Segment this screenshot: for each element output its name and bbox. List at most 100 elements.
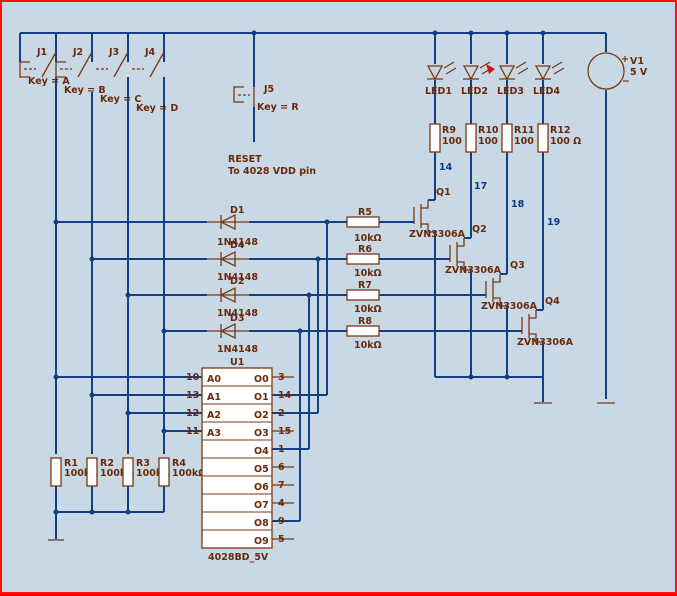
- led-ref: LED3: [497, 86, 524, 97]
- resistor-value: 100kΩ: [100, 468, 134, 479]
- ic-pin-name: O5: [254, 464, 269, 475]
- resistor-value: 100 Ω: [478, 136, 509, 147]
- ic-pin-name: A1: [207, 392, 221, 403]
- ic-pin-number: 6: [278, 462, 285, 473]
- ic-pin-name: O3: [254, 428, 269, 439]
- ic-ref: U1: [230, 357, 244, 368]
- net-label: 18: [511, 199, 525, 210]
- ground-symbols: [48, 399, 615, 541]
- ic-pin-name: A2: [207, 410, 221, 421]
- resistor-value: 100kΩ: [136, 468, 170, 479]
- source-ref: V1: [630, 56, 644, 67]
- ic-pin-name: O2: [254, 410, 269, 421]
- switch-key-label: Key = R: [257, 102, 299, 113]
- resistor-ref: R3: [136, 458, 150, 469]
- source-plus: +: [621, 54, 629, 65]
- switch-j5[interactable]: J5 Key = R: [233, 84, 299, 113]
- ic-u1: U1 4028BD_5V 10 A0 13 A1 12 A2 11 A3 O0 …: [186, 357, 294, 563]
- ic-pin-name: A3: [207, 428, 221, 439]
- voltage-source-v1: + − V1 5 V: [587, 52, 648, 90]
- ic-pin-number: 11: [186, 426, 199, 437]
- ic-pin-number: 3: [278, 372, 285, 383]
- diode-d2: D2 1N4148: [207, 276, 258, 319]
- net-label: 17: [474, 181, 487, 192]
- ic-pin-number: 14: [278, 390, 292, 401]
- wires: [19, 32, 607, 539]
- diode-ref: D3: [230, 313, 245, 324]
- source-minus: −: [622, 76, 630, 87]
- ic-pin-name: O1: [254, 392, 269, 403]
- led-ref: LED4: [533, 86, 560, 97]
- ic-pin-number: 7: [278, 480, 285, 491]
- ic-pin-number: 5: [278, 534, 285, 545]
- ic-pin-name: O6: [254, 482, 269, 493]
- ic-pin-number: 13: [186, 390, 199, 401]
- resistor-ref: R1: [64, 458, 78, 469]
- transistor-part: ZVN3306A: [445, 265, 502, 276]
- resistor-value: 100 Ω: [514, 136, 545, 147]
- resistor-value: 100 Ω: [442, 136, 473, 147]
- resistor-ref: R4: [172, 458, 186, 469]
- switch-ref: J4: [144, 47, 156, 58]
- switch-ref: J3: [108, 47, 119, 58]
- diode-part: 1N4148: [217, 272, 258, 283]
- resistor-value: 10kΩ: [354, 340, 382, 351]
- ic-pin-number: 9: [278, 516, 285, 527]
- ic-pin-name: O8: [254, 518, 269, 529]
- switch-key-label: Key = D: [136, 103, 178, 114]
- led-ref: LED2: [461, 86, 488, 97]
- ic-pin-number: 1: [278, 444, 285, 455]
- transistor-q4: Q4 ZVN3306A: [517, 296, 574, 348]
- ic-pin-name: O9: [254, 536, 269, 547]
- diode-ref: D1: [230, 205, 245, 216]
- switch-j4[interactable]: J4 Key = D: [132, 47, 178, 114]
- transistor-q1: Q1 ZVN3306A: [409, 187, 466, 240]
- resistor-value: 100kΩ: [172, 468, 206, 479]
- resistor-ref: R6: [358, 244, 372, 255]
- reset-label: RESET: [228, 154, 262, 165]
- led-4: LED4: [533, 61, 565, 97]
- switch-j2[interactable]: J2 Key = B: [55, 47, 106, 96]
- diode-part: 1N4148: [217, 237, 258, 248]
- led-3: LED3: [486, 61, 529, 97]
- led-ref: LED1: [425, 86, 452, 97]
- transistor-part: ZVN3306A: [481, 301, 538, 312]
- pulldown-resistors: R1 100kΩ R2 100kΩ R3 100kΩ R4 100kΩ: [50, 457, 206, 487]
- diode-part: 1N4148: [217, 344, 258, 355]
- switch-j1[interactable]: J1 Key = A: [19, 47, 70, 87]
- switch-key-label: Key = B: [64, 85, 106, 96]
- resistor-value: 100kΩ: [64, 468, 98, 479]
- resistor-value: 10kΩ: [354, 304, 382, 315]
- resistor-ref: R9: [442, 125, 456, 136]
- ic-pin-name: O7: [254, 500, 269, 511]
- transistor-ref: Q4: [545, 296, 560, 307]
- led-1: LED1: [425, 61, 457, 97]
- transistor-q3: Q3 ZVN3306A: [481, 260, 538, 312]
- resistor-ref: R11: [514, 125, 535, 136]
- switch-ref: J5: [263, 84, 274, 95]
- switch-j3[interactable]: J3 Key = C: [96, 47, 141, 105]
- ic-pin-name: O0: [254, 374, 269, 385]
- ic-pin-number: 12: [186, 408, 199, 419]
- gate-resistors: R5 10kΩ R6 10kΩ R7 10kΩ R8 10kΩ: [346, 207, 382, 351]
- transistor-ref: Q3: [510, 260, 525, 271]
- junctions: [53, 30, 546, 515]
- reset-note: RESET To 4028 VDD pin: [228, 154, 316, 177]
- resistor-ref: R10: [478, 125, 499, 136]
- ic-pin-number: 4: [278, 498, 285, 509]
- net-label: 14: [439, 162, 453, 173]
- switch-key-label: Key = A: [28, 76, 70, 87]
- diode-ref: D2: [230, 276, 245, 287]
- transistor-part: ZVN3306A: [517, 337, 574, 348]
- reset-description: To 4028 VDD pin: [228, 166, 316, 177]
- diode-part: 1N4148: [217, 308, 258, 319]
- resistor-ref: R7: [358, 280, 372, 291]
- source-value: 5 V: [630, 67, 648, 78]
- net-labels: 14 17 18 19: [439, 162, 560, 228]
- transistor-ref: Q1: [436, 187, 451, 198]
- resistor-value: 100 Ω: [550, 136, 581, 147]
- switch-key-label: Key = C: [100, 94, 141, 105]
- ic-pin-name: O4: [254, 446, 269, 457]
